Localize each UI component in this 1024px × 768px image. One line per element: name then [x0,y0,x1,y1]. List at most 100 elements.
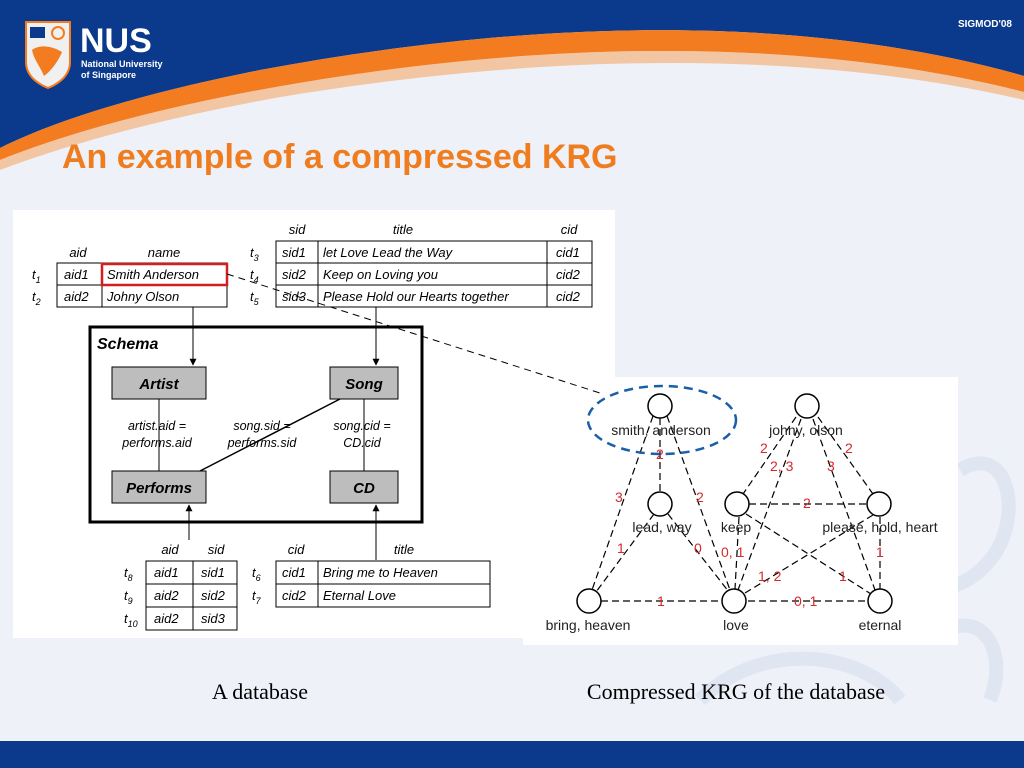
entity-song [329,366,399,400]
column-header: cid [561,222,578,237]
edge-label: 1 [876,544,884,560]
nus-logo: NUS National University of Singapore [25,21,163,90]
node-label: please, hold, heart [822,519,937,535]
edge-label: 2 [845,440,853,456]
database-figure: aid name t1 t2 aid1 Smith Anderson aid2 … [13,210,615,638]
krg-node [794,393,820,419]
schema-link [199,398,341,472]
krg-node [866,491,892,517]
edge-label: 2 [656,446,664,462]
node-label: keep [721,519,752,535]
logo-line1: National University [81,59,163,69]
edge-label: 2, 3 [770,458,794,474]
cd-table: cid title t6 t7 cid1 Bring me to Heaven … [252,542,491,608]
edge-label: 0 [694,540,702,556]
column-header: title [393,222,413,237]
krg-edge [744,514,874,594]
tuple-label: t8 [124,565,133,583]
column-header: cid [288,542,305,557]
krg-edge [734,516,740,590]
table-cell: cid2 [556,267,581,282]
krg-node [647,491,673,517]
conference-label: SIGMOD'08 [958,19,1012,30]
entity-label: CD [353,480,375,497]
edge-label: 1, 2 [758,568,782,584]
tuple-label: t7 [252,588,262,606]
column-header: aid [69,245,87,260]
edge-label: 0, 1 [721,544,745,560]
caption-database: A database [212,679,308,704]
krg-edge [737,418,802,591]
edge-label: 1 [617,540,625,556]
edge-label: 0, 1 [794,593,818,609]
table-cell: aid2 [154,588,179,603]
krg-nodes [576,393,893,614]
table-cell: cid1 [556,245,580,260]
edge-label: 1 [839,568,847,584]
table-cell: cid2 [282,588,307,603]
entity-label: Song [345,376,383,393]
table-cell: Bring me to Heaven [323,565,438,580]
join-label: performs.sid [227,436,298,450]
krg-edge [591,415,654,591]
table-cell: sid1 [282,245,306,260]
node-label: johny, olson [768,422,843,438]
column-header: sid [289,222,306,237]
node-label: lead, way [632,519,691,535]
krg-node [721,588,747,614]
table-cell: sid3 [201,611,226,626]
edge-label: 2 [696,489,704,505]
edge-label: 2 [803,495,811,511]
tuple-label: t3 [250,245,259,263]
krg-figure: smith, anderson johny, olson lead, way k… [226,273,958,645]
tuple-label: t2 [32,289,41,307]
node-label: smith, anderson [611,422,711,438]
table-cell: Please Hold our Hearts together [323,289,509,304]
tuple-label: t9 [124,588,133,606]
table-cell: let Love Lead the Way [323,245,454,260]
krg-edge-labels: 2 3 2 1 0 2 2, 3 3 2 2 0, 1 1 1, 2 1 1 0… [615,440,884,609]
krg-edges [591,415,881,602]
table-cell: aid1 [154,565,179,580]
table-cell: aid2 [64,289,89,304]
tuple-label: t4 [250,267,259,285]
entity-artist [111,366,207,400]
column-header: name [148,245,181,260]
database-panel [13,210,615,638]
krg-edge [667,513,730,593]
schema-label: Schema [97,336,158,353]
join-label: song.cid = [333,419,390,433]
table-cell: Smith Anderson [107,267,199,282]
krg-node [647,393,673,419]
table-cell: Eternal Love [323,588,396,603]
artist-table: aid name t1 t2 aid1 Smith Anderson aid2 … [32,245,229,308]
table-cell: sid3 [282,289,307,304]
node-label: bring, heaven [546,617,631,633]
table-cell: sid2 [201,588,226,603]
edge-label: 2 [760,440,768,456]
tuple-label: t5 [250,289,260,307]
performs-table: aid sid t8 t9 t10 aid1 sid1 aid2 sid2 ai… [124,542,238,631]
join-label: song.sid = [233,419,290,433]
krg-edge [666,415,731,591]
krg-edge [817,416,874,495]
krg-node [576,588,602,614]
krg-edge [595,513,655,593]
krg-edge [745,513,872,595]
logo-wordmark: NUS [80,22,152,60]
table-cell: aid1 [64,267,89,282]
schema-box: Schema Artist Song Performs CD artist.ai… [88,325,424,524]
tuple-label: t1 [32,267,41,285]
edge-label: 3 [827,458,835,474]
song-table: sid title cid t3 t4 t5 sid1 let Love Lea… [250,222,593,308]
table-cell: sid1 [201,565,225,580]
table-cell: cid2 [556,289,581,304]
krg-node-labels: smith, anderson johny, olson lead, way k… [546,422,938,633]
tuple-label: t10 [124,611,138,629]
caption-krg: Compressed KRG of the database [587,679,885,704]
column-header: sid [208,542,225,557]
edge-label: 1 [657,593,665,609]
edge-label: 3 [615,489,623,505]
table-cell: Keep on Loving you [323,267,438,282]
